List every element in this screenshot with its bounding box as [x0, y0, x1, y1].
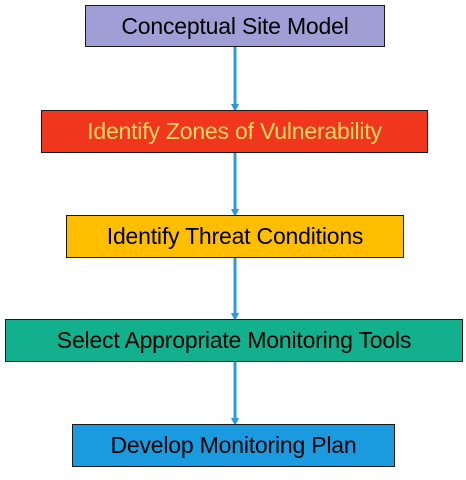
- step-label: Identify Threat Conditions: [106, 223, 364, 249]
- step-select-monitoring-tools: Select Appropriate Monitoring Tools: [5, 319, 463, 362]
- step-label: Identify Zones of Vulnerability: [87, 118, 382, 144]
- step-label: Develop Monitoring Plan: [110, 432, 357, 458]
- step-label: Select Appropriate Monitoring Tools: [56, 327, 412, 353]
- step-identify-zones-of-vulnerability: Identify Zones of Vulnerability: [41, 110, 428, 153]
- step-develop-monitoring-plan: Develop Monitoring Plan: [72, 424, 395, 467]
- step-identify-threat-conditions: Identify Threat Conditions: [66, 215, 404, 258]
- step-label: Conceptual Site Model: [121, 12, 349, 39]
- step-conceptual-site-model: Conceptual Site Model: [85, 5, 385, 47]
